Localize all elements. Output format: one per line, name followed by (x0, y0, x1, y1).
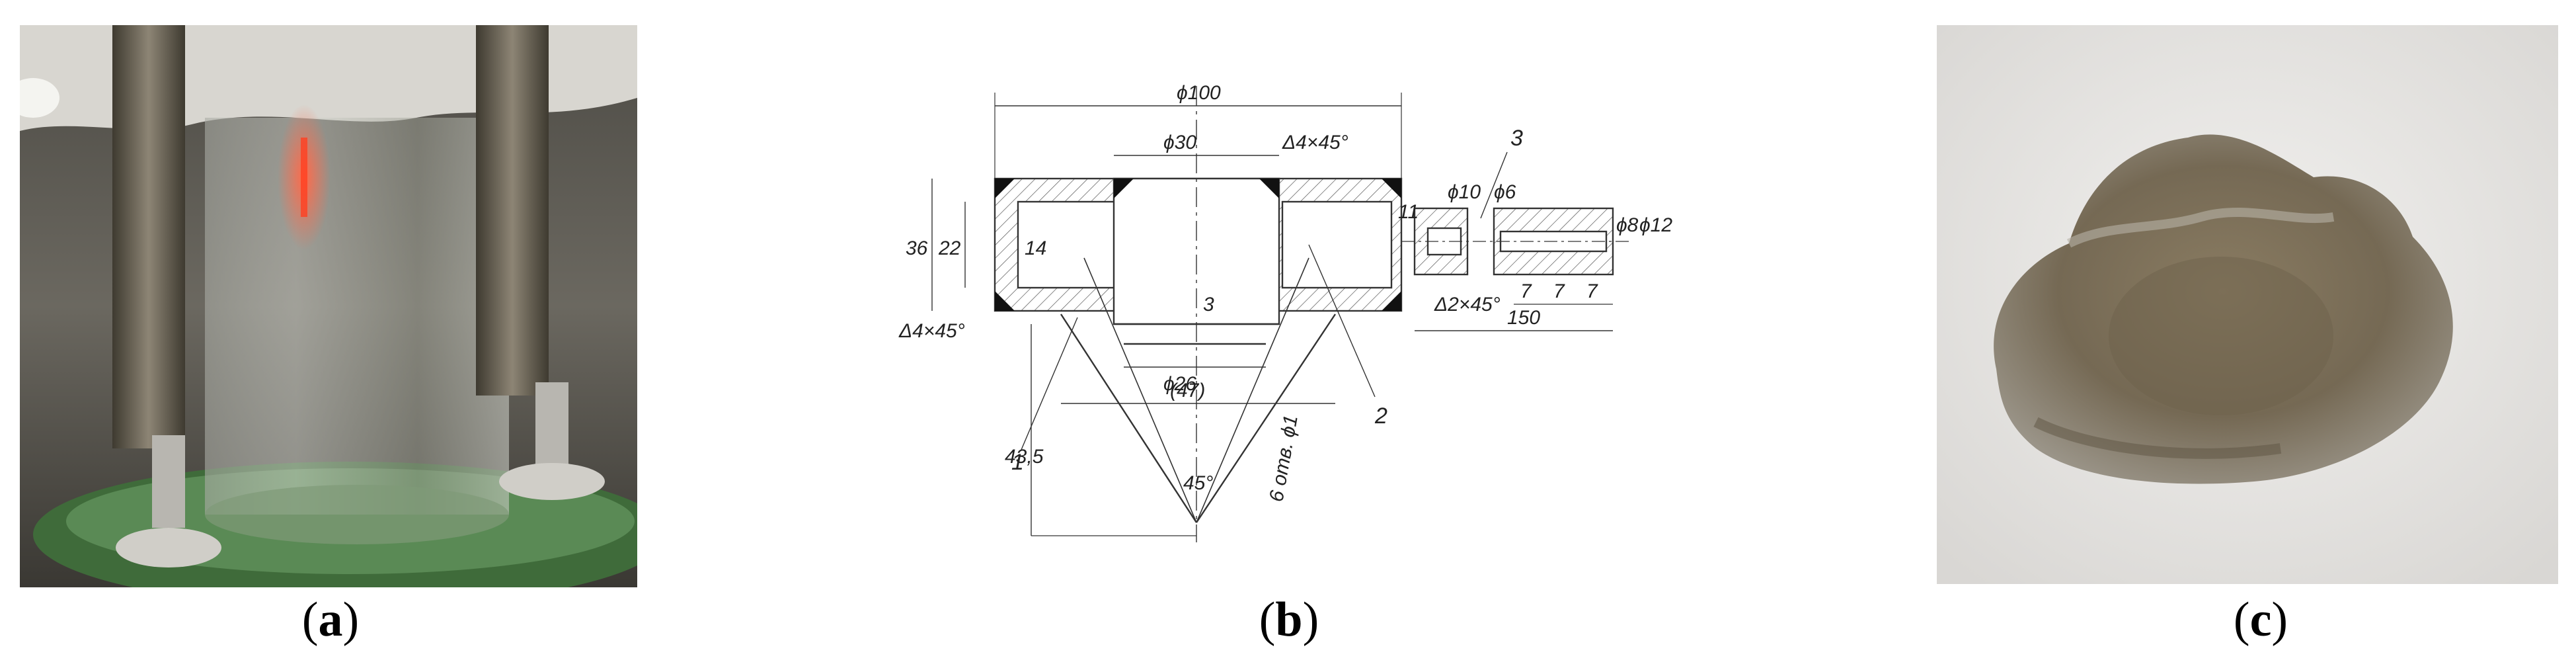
dim-h11: 11 (1398, 201, 1419, 223)
dim-h14: 14 (1025, 237, 1046, 259)
dim-d26: ϕ26 (1163, 373, 1196, 395)
dim-chamfer2: Δ2×45° (1434, 294, 1501, 315)
dim-h43-5: 43,5 (1005, 446, 1044, 468)
dim-w47: (47) (1170, 380, 1205, 401)
caption-c: (c) (2233, 593, 2288, 647)
drawing-canvas: ϕ100 ϕ30 Δ4×45° ϕ26 Δ4×45° Δ2×45° ϕ10 ϕ6… (898, 82, 1672, 542)
technical-drawing: ϕ100 ϕ30 Δ4×45° ϕ26 Δ4×45° Δ2×45° ϕ10 ϕ6… (886, 66, 1679, 589)
dim-d6: ϕ6 (1494, 181, 1516, 203)
callout-3: 3 (1510, 126, 1523, 151)
photo-apparatus (7, 25, 668, 607)
callout-2: 2 (1374, 403, 1387, 429)
dim-d8: ϕ8 (1616, 214, 1639, 236)
dim-angle45: 45° (1183, 472, 1213, 494)
photo-powder (1937, 25, 2558, 584)
caption-a: (a) (301, 593, 360, 647)
dim-holes: 6 отв. ϕ1 (1265, 413, 1302, 503)
dim-seg7c: 7 (1586, 280, 1598, 302)
dim-chamfer1: Δ4×45° (1282, 132, 1348, 153)
callout-1: 1 (1011, 450, 1024, 475)
caption-b: (b) (1259, 593, 1319, 647)
apparatus-photo-image (7, 25, 668, 607)
powder-photo-image (1937, 25, 2558, 584)
dim-seg7b: 7 (1553, 280, 1565, 302)
dim-d100: ϕ100 (1177, 82, 1221, 104)
dim-h36: 36 (906, 237, 928, 259)
dim-h3: 3 (1203, 294, 1214, 315)
dim-chamfer3: Δ4×45° (898, 320, 965, 342)
dim-d10: ϕ10 (1448, 181, 1481, 203)
dim-h22: 22 (938, 237, 961, 259)
dim-seg7a: 7 (1520, 280, 1532, 302)
dim-d12: ϕ12 (1639, 214, 1672, 236)
dim-d30: ϕ30 (1163, 132, 1196, 153)
dim-len150: 150 (1507, 307, 1540, 329)
